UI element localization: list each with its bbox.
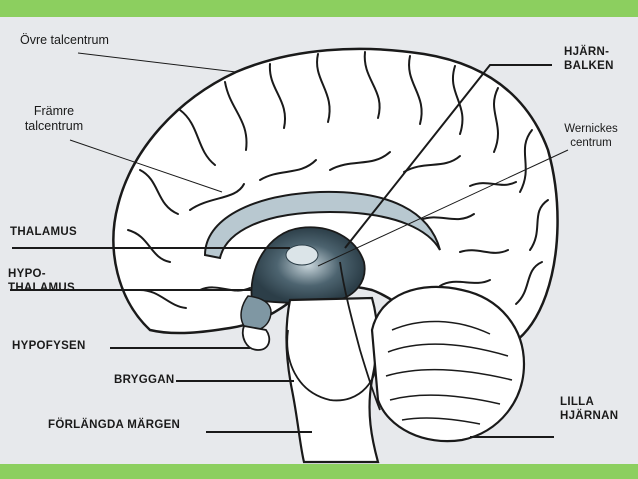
label-framre-talcentrum: Främre talcentrum — [18, 104, 90, 134]
label-thalamus: THALAMUS — [10, 226, 77, 238]
leader-wernickes — [317, 149, 569, 267]
label-forlangda-margen: FÖRLÄNGDA MÄRGEN — [48, 419, 181, 431]
label-bryggan: BRYGGAN — [114, 374, 175, 386]
label-framre-line2: talcentrum — [24, 119, 84, 133]
label-ovre-talcentrum: Övre talcentrum — [20, 33, 109, 47]
label-wernickes-line1: Wernickes — [564, 123, 618, 135]
label-wernickes-centrum: Wernickes centrum — [556, 123, 626, 151]
label-lilla-hjarnan-line2: HJÄRNAN — [560, 409, 619, 422]
cortex-folds — [127, 51, 549, 309]
cerebellum-folia — [385, 320, 513, 425]
label-hypothalamus: HYPO- THALAMUS — [8, 268, 75, 296]
thalamus-highlight — [285, 244, 319, 266]
leader-framre-talcentrum — [69, 139, 223, 193]
cerebellum — [370, 285, 526, 443]
label-wernickes-line2: centrum — [570, 136, 612, 149]
brain-diagram — [10, 47, 569, 464]
label-hjarnbalken: HJÄRN- BALKEN — [564, 46, 614, 74]
corpus-callosum — [203, 190, 441, 260]
brainstem — [285, 296, 380, 464]
label-lilla-hjarnan-line1: LILLA — [560, 396, 595, 408]
top-green-band — [0, 0, 638, 17]
label-framre-line1: Främre — [33, 104, 75, 118]
label-hypothalamus-line1: HYPO- — [8, 268, 46, 280]
label-hjarnbalken-line2: BALKEN — [564, 59, 614, 72]
aqueduct — [339, 261, 381, 411]
bottom-green-band — [0, 464, 638, 479]
label-hypothalamus-line2: THALAMUS — [8, 281, 75, 294]
leader-hjarnbalken — [344, 64, 552, 249]
label-lilla-hjarnan: LILLA HJÄRNAN — [560, 396, 618, 424]
leader-lines — [10, 52, 569, 438]
label-hjarnbalken-line1: HJÄRN- — [564, 46, 610, 58]
pituitary-gland — [241, 324, 271, 351]
label-hypofysen: HYPOFYSEN — [12, 340, 86, 352]
pons — [286, 329, 379, 402]
leader-ovre-talcentrum — [77, 52, 237, 73]
